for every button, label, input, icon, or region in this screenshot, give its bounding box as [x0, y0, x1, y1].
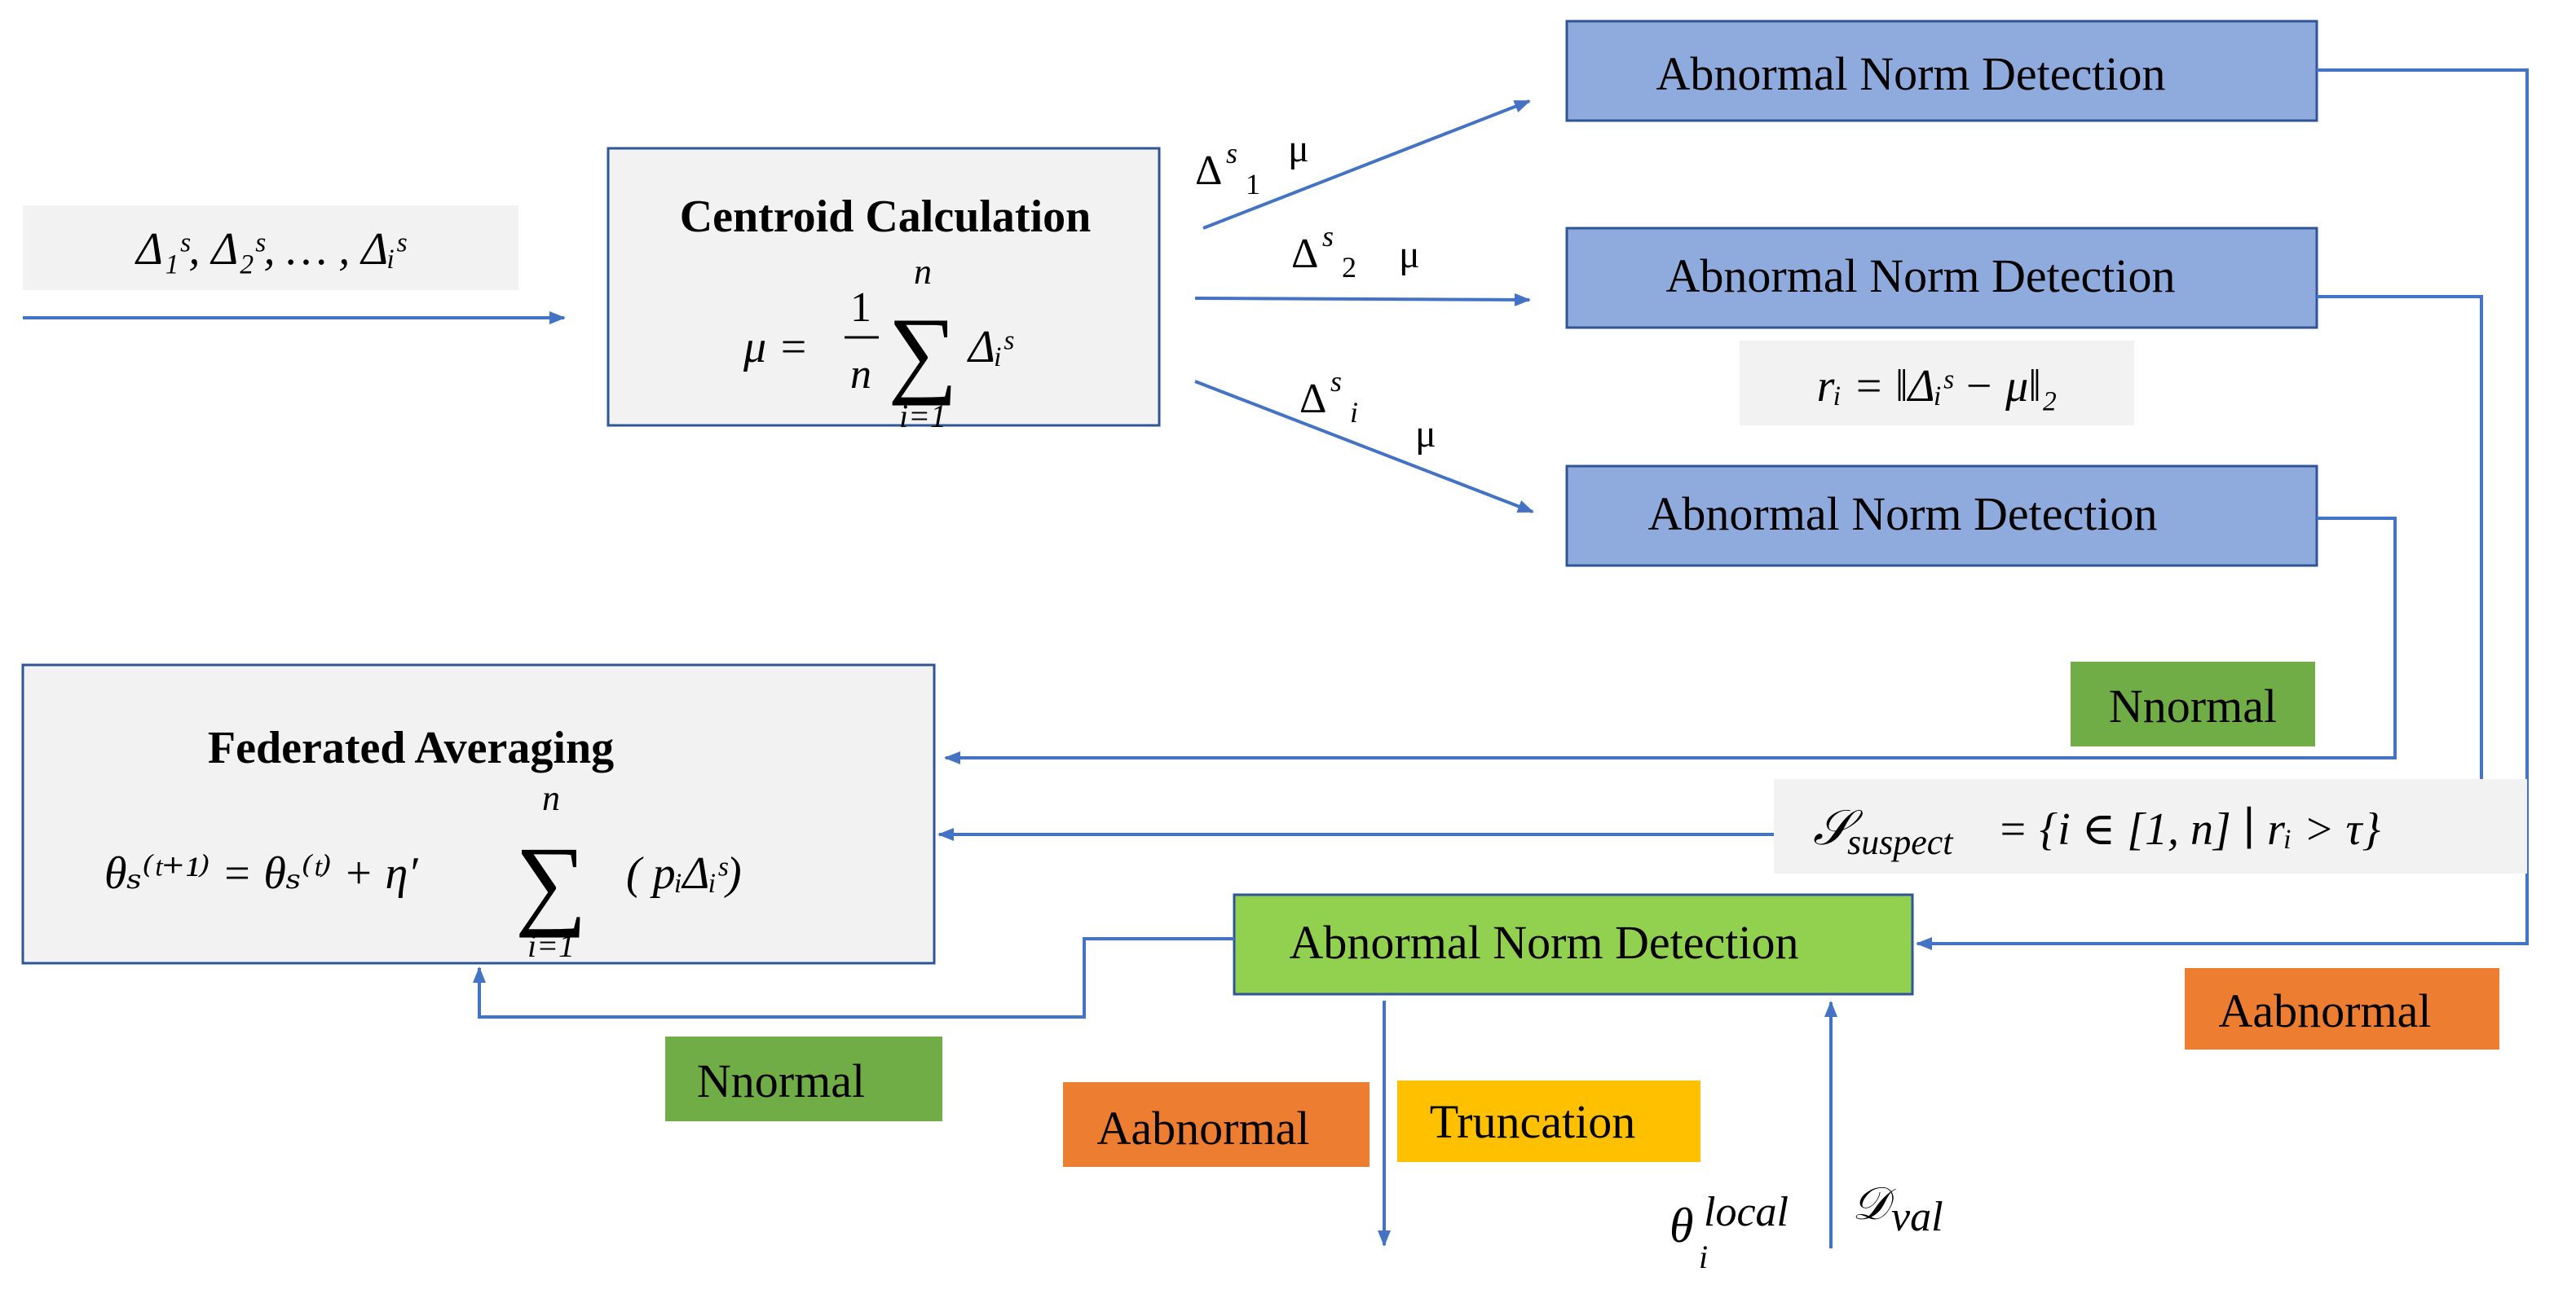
- branch-label-3: Δ s i μ: [1299, 365, 1436, 456]
- svg-text:s: s: [1330, 365, 1342, 398]
- norm-formula: rᵢ = ‖Δᵢˢ − μ‖₂: [1817, 361, 2058, 412]
- detector-label-2: Abnormal Norm Detection: [1666, 249, 2176, 302]
- centroid-box: [607, 147, 1161, 427]
- branch-arrow-2: [1194, 293, 1531, 306]
- fedavg-formula: θₛ⁽ᵗ⁺¹⁾ = θₛ⁽ᵗ⁾ + η′ n ∑ i=1 ( pᵢΔᵢˢ): [104, 778, 742, 964]
- connector-box2-suspect: [2317, 295, 2483, 779]
- svg-text:val: val: [1891, 1194, 1943, 1240]
- centroid-frac-num: 1: [850, 284, 871, 331]
- detector-label-1: Abnormal Norm Detection: [1656, 47, 2166, 100]
- svg-text:Δ: Δ: [1291, 231, 1318, 277]
- fedavg-title: Federated Averaging: [208, 723, 614, 773]
- connector-green-fedavg: [473, 937, 1234, 1019]
- branch-label-1: Δ s 1 μ: [1195, 127, 1309, 200]
- svg-text:Δ: Δ: [1195, 147, 1222, 194]
- centroid-sum-top: n: [914, 252, 932, 292]
- fedavg-sum-top: n: [542, 778, 560, 818]
- connector-abnormal-detector: [1916, 68, 2529, 950]
- centroid-title: Centroid Calculation: [680, 191, 1092, 242]
- svg-text:local: local: [1704, 1189, 1789, 1235]
- suspect-set-box: [1774, 779, 2527, 874]
- fedavg-sum-sign: ∑: [515, 826, 587, 938]
- abnormal-badge-right: [2185, 968, 2499, 1050]
- centroid-formula-lhs: μ =: [743, 322, 809, 372]
- input-updates-label: Δ₁ˢ, Δ₂ˢ, … , Δᵢˢ: [135, 224, 407, 275]
- detector-box-2: [1565, 227, 2318, 329]
- input-updates-box: [23, 205, 518, 290]
- svg-text:i: i: [1699, 1239, 1708, 1275]
- abnormal-label-right: Aabnormal: [2219, 984, 2432, 1037]
- abnormal-label-bottom: Aabnormal: [1097, 1102, 1310, 1155]
- dval-label: 𝒟 val: [1852, 1179, 1943, 1240]
- branch-arrow-1: [1202, 99, 1531, 230]
- centroid-sum-sign: ∑: [888, 297, 958, 406]
- fedavg-lhs: θₛ⁽ᵗ⁺¹⁾ = θₛ⁽ᵗ⁾ + η′: [104, 848, 418, 899]
- detector-box-1: [1565, 20, 2318, 122]
- centroid-frac-den: n: [850, 351, 871, 398]
- centroid-formula-term: Δᵢˢ: [967, 322, 1014, 372]
- detector-box-green: [1233, 893, 1914, 996]
- svg-text:μ: μ: [1399, 233, 1420, 276]
- svg-text:𝒟: 𝒟: [1852, 1179, 1896, 1230]
- centroid-formula: μ = 1 n n ∑ i=1 Δᵢˢ: [743, 252, 1014, 434]
- truncation-badge: [1397, 1081, 1700, 1162]
- fedavg-box: [21, 663, 936, 965]
- svg-text:μ: μ: [1288, 127, 1309, 170]
- normal-label-right: Nnormal: [2109, 680, 2277, 733]
- svg-text:2: 2: [1342, 251, 1356, 284]
- svg-text:= {i ∈ [1, n] ∣ rᵢ > τ}: = {i ∈ [1, n] ∣ rᵢ > τ}: [1997, 804, 2380, 855]
- norm-formula-box: [1740, 341, 2134, 425]
- svg-text:s: s: [1226, 137, 1237, 169]
- normal-badge-left: [665, 1037, 942, 1121]
- normal-badge-right: [2071, 662, 2315, 746]
- branch-arrow-3: [1194, 380, 1534, 513]
- svg-text:s: s: [1322, 220, 1334, 253]
- centroid-sum-bottom: i=1: [899, 398, 946, 434]
- svg-text:suspect: suspect: [1847, 822, 1954, 862]
- normal-label-left: Nnormal: [697, 1054, 865, 1107]
- suspect-set-formula: 𝒮 suspect = {i ∈ [1, n] ∣ rᵢ > τ}: [1813, 801, 2380, 862]
- fedavg-sum-bottom: i=1: [527, 927, 575, 964]
- fedavg-term: ( pᵢΔᵢˢ): [626, 848, 742, 899]
- svg-text:μ: μ: [1415, 412, 1436, 456]
- svg-text:θ: θ: [1670, 1199, 1693, 1252]
- theta-local-label: θ local i: [1670, 1189, 1789, 1275]
- detector-label-green: Abnormal Norm Detection: [1290, 916, 1799, 969]
- connector-normal-fedavg: [944, 517, 2397, 764]
- branch-label-2: Δ s 2 μ: [1291, 220, 1420, 284]
- abnormal-badge-bottom: [1063, 1082, 1370, 1167]
- detector-box-3: [1565, 464, 2318, 567]
- detector-label-3: Abnormal Norm Detection: [1648, 487, 2158, 540]
- svg-text:1: 1: [1246, 168, 1260, 200]
- svg-text:i: i: [1350, 396, 1358, 429]
- truncation-label: Truncation: [1430, 1095, 1635, 1148]
- svg-text:Δ: Δ: [1299, 376, 1326, 422]
